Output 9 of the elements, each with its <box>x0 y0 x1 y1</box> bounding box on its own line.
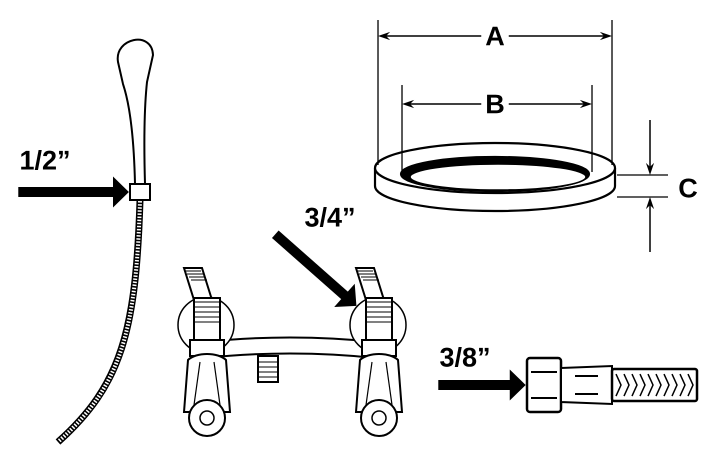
arrow <box>272 230 356 307</box>
dimension-label: C <box>674 174 702 202</box>
size-label: 3/8” <box>440 346 489 368</box>
hose-connector-drawing <box>526 356 698 414</box>
size-label: 3/4” <box>305 206 354 228</box>
faucet-drawing <box>177 267 407 437</box>
size-label: 1/2” <box>21 150 68 170</box>
dimension-label: A <box>481 22 509 50</box>
dimension-label: B <box>481 90 509 118</box>
